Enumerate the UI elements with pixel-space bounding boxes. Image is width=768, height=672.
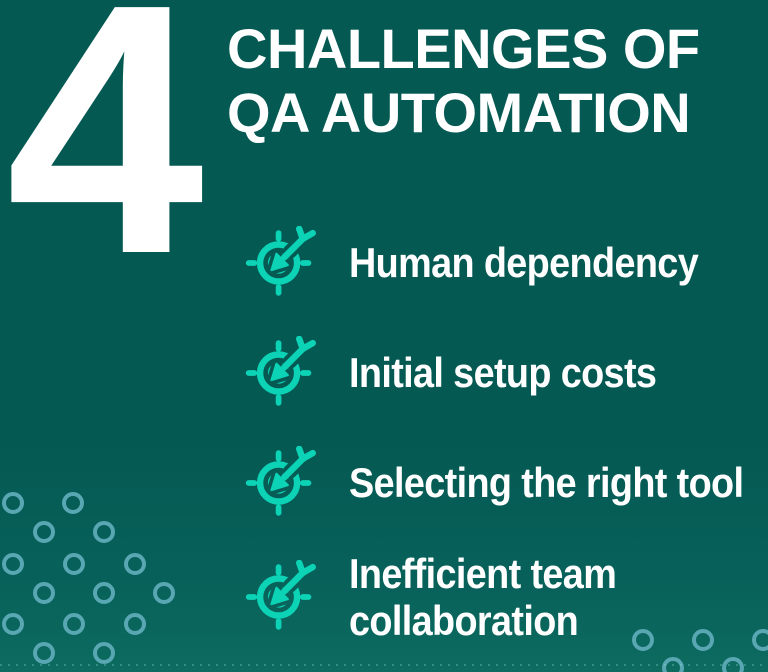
- decor-circle: [692, 629, 714, 651]
- challenge-item-label: Initial setup costs: [349, 349, 657, 397]
- title-line-2: QA AUTOMATION: [227, 81, 691, 144]
- challenge-item: Selecting the right tool: [243, 446, 768, 520]
- target-arrow-icon: [243, 560, 317, 634]
- challenge-item: Human dependency: [243, 226, 737, 300]
- decor-circle: [752, 629, 768, 651]
- challenge-item: Inefficient team collaboration: [243, 550, 768, 644]
- decor-circle: [124, 553, 146, 575]
- decor-circle: [33, 582, 55, 604]
- title-line-1: CHALLENGES OF: [227, 17, 700, 80]
- target-arrow-icon: [243, 226, 317, 300]
- decor-circle: [93, 582, 115, 604]
- page-title: CHALLENGES OF QA AUTOMATION: [227, 17, 700, 145]
- decor-circle: [63, 553, 85, 575]
- decor-circle: [632, 629, 654, 651]
- big-number: 4: [6, 0, 204, 328]
- decor-circle: [722, 657, 744, 672]
- decor-circle: [62, 492, 84, 514]
- decor-circle: [124, 613, 146, 635]
- decor-circle: [2, 492, 24, 514]
- decor-circle: [2, 613, 24, 635]
- challenge-item-label: Inefficient team collaboration: [349, 550, 617, 645]
- challenge-item-label: Selecting the right tool: [349, 459, 744, 507]
- decor-circle: [93, 642, 115, 664]
- challenge-item: Initial setup costs: [243, 336, 690, 410]
- target-arrow-icon: [243, 446, 317, 520]
- decor-circle: [662, 657, 684, 672]
- decor-circle: [2, 553, 24, 575]
- target-arrow-icon: [243, 336, 317, 410]
- decor-circle: [33, 521, 55, 543]
- decor-circle: [33, 642, 55, 664]
- decor-circle: [63, 613, 85, 635]
- decor-circle: [153, 582, 175, 604]
- decor-circle: [93, 521, 115, 543]
- challenge-item-label: Human dependency: [349, 239, 699, 287]
- dotted-edge-pattern: [0, 664, 768, 666]
